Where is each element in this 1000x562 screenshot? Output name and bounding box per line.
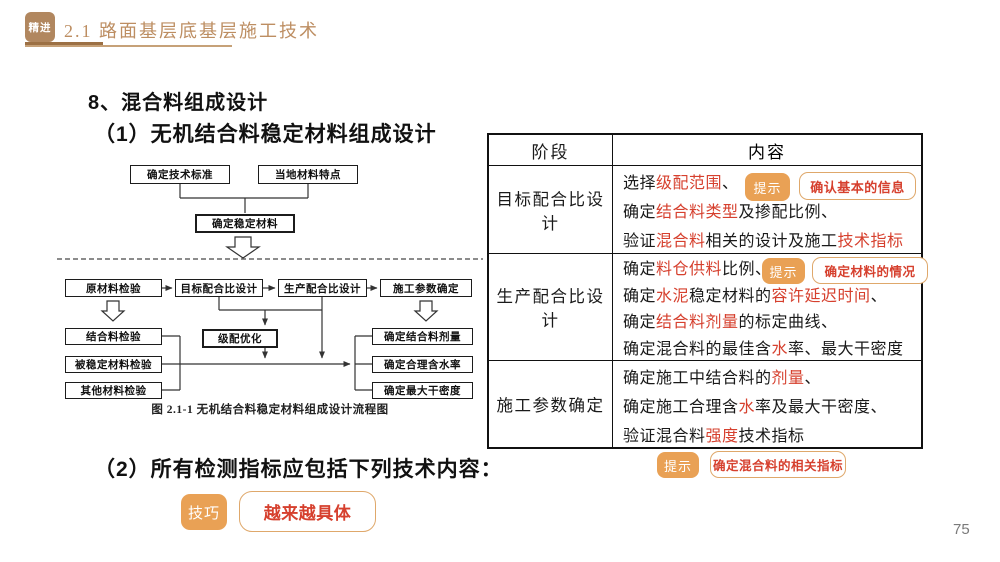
flowchart-figure: 确定技术标准 当地材料特点 确定稳定材料 原材料检验 目标配合比设计 生产配合比… bbox=[55, 158, 485, 420]
table-header-stage: 阶段 bbox=[489, 135, 613, 165]
hint-callout: 确定材料的情况 bbox=[812, 257, 928, 284]
hint-callout: 确认基本的信息 bbox=[799, 172, 916, 200]
flowchart-box-construction-params: 施工参数确定 bbox=[380, 279, 472, 297]
flowchart-box-local-materials: 当地材料特点 bbox=[258, 165, 358, 184]
flowchart-caption: 图 2.1-1 无机结合料稳定材料组成设计流程图 bbox=[151, 404, 389, 416]
flowchart-box-production-mix: 生产配合比设计 bbox=[278, 279, 367, 297]
table-header-row: 阶段 内容 bbox=[489, 135, 921, 165]
hollow-down-arrow bbox=[413, 300, 439, 322]
hint-badge: 提示 bbox=[762, 258, 805, 284]
hollow-down-arrow bbox=[100, 300, 126, 322]
hint-badge: 提示 bbox=[657, 452, 699, 478]
table-header-content: 内容 bbox=[748, 142, 786, 162]
table-row: 目标配合比设计 选择级配范围、确定结合料类型及掺配比例、验证混合料相关的设计及施… bbox=[489, 165, 921, 253]
heading-sub-1: （1）无机结合料稳定材料组成设计 bbox=[94, 123, 437, 146]
stage-cell: 目标配合比设计 bbox=[489, 166, 613, 253]
flowchart-box-other-check: 其他材料检验 bbox=[65, 382, 162, 399]
title-underline bbox=[25, 45, 232, 47]
page-number: 75 bbox=[953, 521, 970, 538]
content-cell: 确定施工中结合料的剂量、确定施工合理含水率及最大干密度、验证混合料强度技术指标 bbox=[623, 370, 888, 445]
stage-cell: 施工参数确定 bbox=[489, 361, 613, 447]
content-cell: 选择级配范围、确定结合料类型及掺配比例、验证混合料相关的设计及施工技术指标 bbox=[623, 175, 904, 250]
flowchart-box-raw-check: 原材料检验 bbox=[65, 279, 162, 297]
tip-callout: 越来越具体 bbox=[239, 491, 376, 532]
hint-callout: 确定混合料的相关指标 bbox=[710, 451, 846, 478]
content-cell: 确定料仓供料比例、确定水泥稳定材料的容许延迟时间、确定结合料剂量的标定曲线、确定… bbox=[623, 261, 904, 358]
flowchart-box-stabilized-check: 被稳定材料检验 bbox=[65, 356, 162, 373]
logo-badge: 精进 bbox=[25, 12, 55, 42]
table-row: 生产配合比设计 确定料仓供料比例、确定水泥稳定材料的容许延迟时间、确定结合料剂量… bbox=[489, 253, 921, 360]
title-underline-accent bbox=[25, 42, 103, 47]
flowchart-box-moisture: 确定合理含水率 bbox=[372, 356, 473, 373]
heading-section-8: 8、混合料组成设计 bbox=[88, 92, 269, 114]
flowchart-box-tech-standard: 确定技术标准 bbox=[130, 165, 230, 184]
flowchart-box-binder-dose: 确定结合料剂量 bbox=[372, 328, 473, 345]
flowchart-box-target-mix: 目标配合比设计 bbox=[175, 279, 263, 297]
stage-cell: 生产配合比设计 bbox=[489, 254, 613, 360]
tip-badge: 技巧 bbox=[181, 494, 227, 530]
table-row: 施工参数确定 确定施工中结合料的剂量、确定施工合理含水率及最大干密度、验证混合料… bbox=[489, 360, 921, 447]
flowchart-box-stable-material: 确定稳定材料 bbox=[195, 214, 295, 233]
heading-sub-2: （2）所有检测指标应包括下列技术内容： bbox=[94, 458, 503, 481]
flowchart-box-dry-density: 确定最大干密度 bbox=[372, 382, 473, 399]
flowchart-box-binder-check: 结合料检验 bbox=[65, 328, 162, 345]
page-title: 2.1 路面基层底基层施工技术 bbox=[64, 21, 319, 41]
flowchart-connectors bbox=[57, 184, 483, 391]
hint-badge: 提示 bbox=[745, 173, 790, 201]
flowchart-box-grading-optimization: 级配优化 bbox=[202, 329, 278, 348]
hollow-down-arrow bbox=[225, 236, 261, 259]
